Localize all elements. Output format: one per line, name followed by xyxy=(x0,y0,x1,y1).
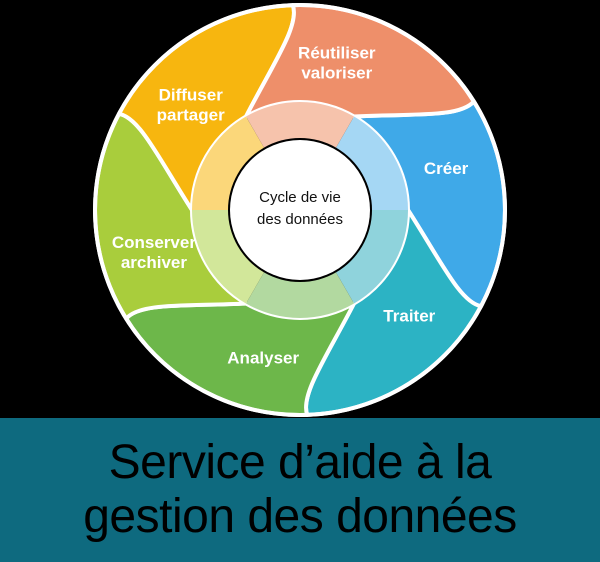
segment-label-diffuser-2: partager xyxy=(157,105,225,124)
banner-title-line-2: gestion des données xyxy=(83,490,517,543)
banner-title-line-1: Service d’aide à la xyxy=(108,436,492,489)
segment-label-traiter-1: Traiter xyxy=(383,307,435,326)
center-label-line-1: Cycle de vie xyxy=(259,189,341,206)
center-label-line-2: des données xyxy=(257,211,343,228)
segment-label-reutiliser-1: Réutiliser xyxy=(298,44,376,63)
inner-ring-reutiliser xyxy=(246,102,354,148)
title-banner: Service d’aide à la gestion des données xyxy=(0,418,600,562)
inner-ring-diffuser xyxy=(192,116,264,210)
segment-label-reutiliser-2: valoriser xyxy=(301,64,372,83)
inner-ring-traiter xyxy=(336,210,408,304)
inner-ring-creer xyxy=(336,116,408,210)
wheel-rim xyxy=(93,3,507,417)
segment-label-creer-1: Créer xyxy=(424,159,469,178)
data-lifecycle-diagram: Cycle de vie des données CréerTraiterAna… xyxy=(93,3,507,417)
segment-label-conserver-1: Conserver xyxy=(112,233,196,252)
segment-label-diffuser-1: Diffuser xyxy=(159,85,224,104)
segment-label-analyser-1: Analyser xyxy=(227,349,299,368)
segment-label-conserver-2: archiver xyxy=(121,253,188,272)
inner-ring-analyser xyxy=(246,272,354,318)
center-circle xyxy=(230,140,370,280)
inner-ring-conserver xyxy=(192,210,264,304)
